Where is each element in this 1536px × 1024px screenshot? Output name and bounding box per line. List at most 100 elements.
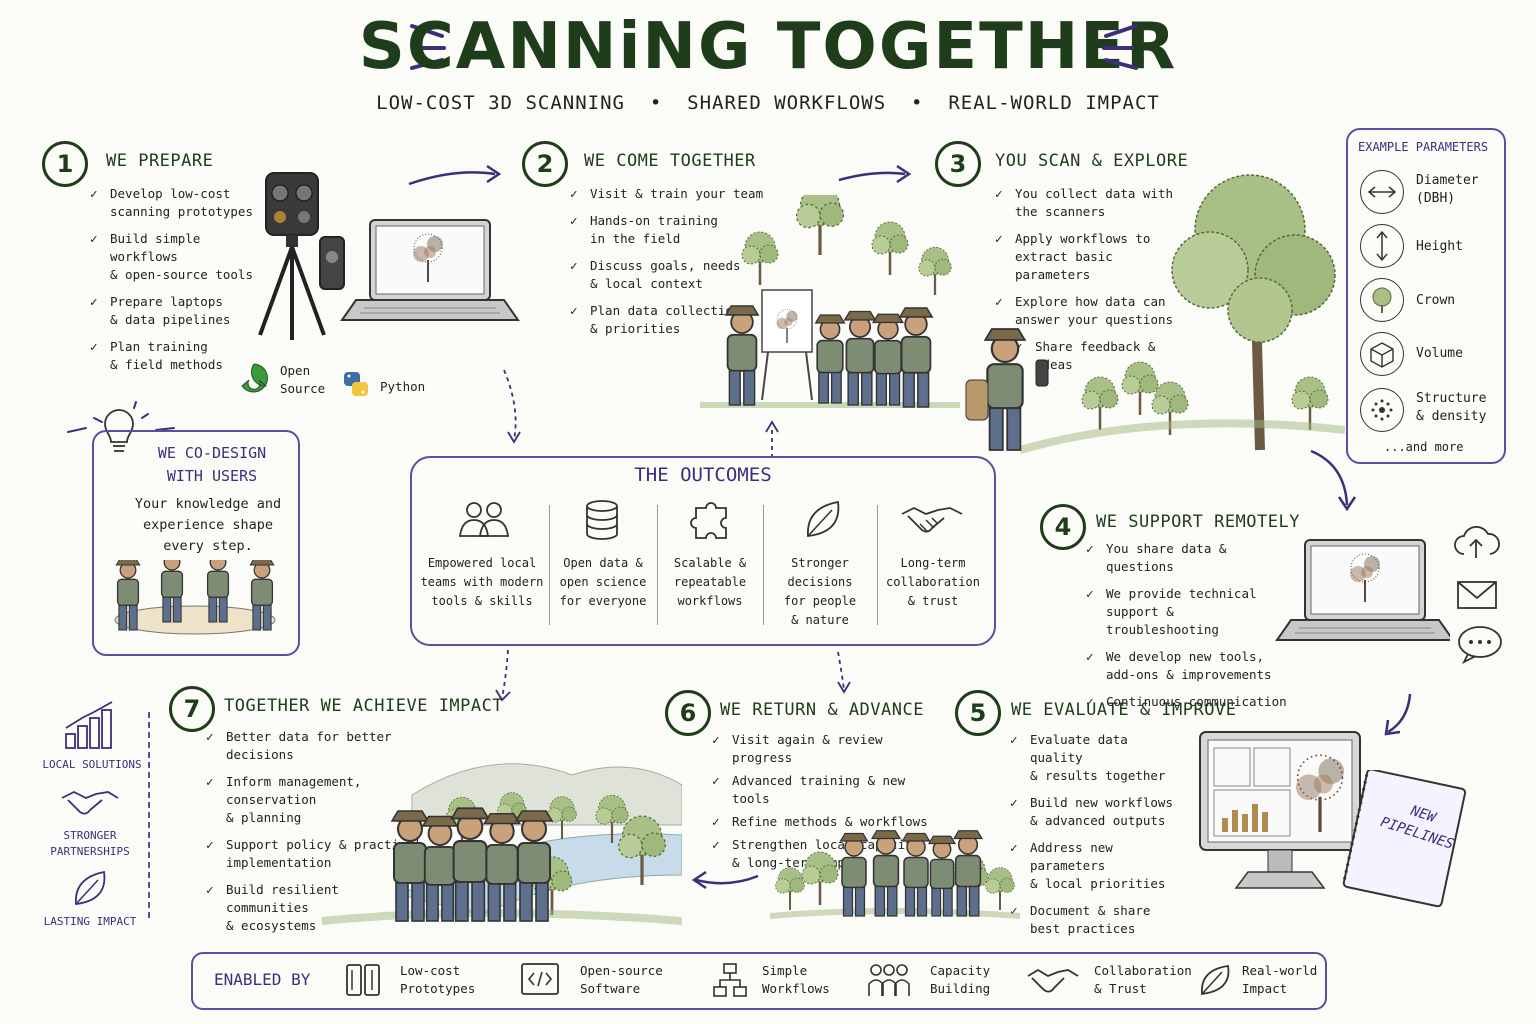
outcome-divider bbox=[549, 505, 550, 625]
scanner-icon bbox=[346, 964, 380, 996]
enabled-item-label: Capacity Building bbox=[930, 963, 991, 996]
list-item: Build simple workflows & open-source too… bbox=[88, 230, 258, 284]
enabled-item-label: Low-cost Prototypes bbox=[400, 963, 476, 996]
parameter-label: Height bbox=[1416, 239, 1463, 254]
list-item: We provide technical support & troublesh… bbox=[1084, 585, 1294, 639]
parameter-label: Structure & density bbox=[1416, 391, 1487, 424]
puzzle-icon bbox=[690, 502, 727, 539]
arrow-outcomes-to-training bbox=[765, 420, 779, 458]
list-item: Inform management, conservation & planni… bbox=[204, 773, 424, 827]
page-title: SCANNiNG TOGETHER bbox=[358, 10, 1178, 84]
list-item: Document & share best practices bbox=[1008, 902, 1188, 938]
leaf-icon bbox=[75, 870, 106, 906]
step-3-number: 3 bbox=[935, 141, 981, 187]
arrow-laptop-to-outcomes bbox=[503, 369, 521, 444]
volume-icon bbox=[1360, 332, 1404, 376]
enabled-item-label: Collaboration & Trust bbox=[1094, 963, 1192, 996]
list-item: Visit & train your team bbox=[568, 185, 768, 203]
impact-side-divider bbox=[148, 712, 150, 918]
step-6-number: 6 bbox=[665, 690, 711, 736]
enabled-item-label: Real-world Impact bbox=[1242, 963, 1318, 996]
example-parameters-panel bbox=[1346, 128, 1506, 464]
list-item: Build new workflows & advanced outputs bbox=[1008, 794, 1188, 830]
step-4-list: You share data & questions We provide te… bbox=[1084, 540, 1294, 720]
outcome-label: Open data & open science for everyone bbox=[559, 556, 647, 608]
step-4-title: WE SUPPORT REMOTELY bbox=[1096, 512, 1300, 532]
step-2-list: Visit & train your team Hands-on trainin… bbox=[568, 185, 768, 347]
outcome-label: Empowered local teams with modern tools … bbox=[420, 556, 544, 608]
lightbulb-icon bbox=[67, 401, 175, 452]
impact-side-label: STRONGER PARTNERSHIPS bbox=[50, 829, 130, 858]
step-5-number: 5 bbox=[955, 690, 1001, 736]
outcome-divider bbox=[877, 505, 878, 625]
list-item: Evaluate data quality & results together bbox=[1008, 731, 1188, 785]
arrow-4-to-5 bbox=[1384, 693, 1412, 736]
impact-side-label: LOCAL SOLUTIONS bbox=[42, 758, 142, 771]
structure-icon bbox=[1360, 388, 1404, 432]
parameter-label: Crown bbox=[1416, 293, 1456, 308]
handshake-icon bbox=[1027, 968, 1079, 993]
workflow-icon bbox=[713, 963, 747, 997]
leaf-icon bbox=[807, 500, 840, 538]
list-item: You share data & questions bbox=[1084, 540, 1294, 576]
remote-laptop-illustration bbox=[1276, 539, 1450, 641]
parameter-label: Diameter (DBH) bbox=[1416, 173, 1479, 206]
bar-chart-icon bbox=[65, 701, 113, 749]
landscape-illustration bbox=[321, 763, 682, 925]
code-icon bbox=[521, 963, 559, 995]
open-source-icon bbox=[241, 363, 268, 393]
evaluation-monitor-illustration bbox=[1199, 731, 1361, 889]
step-1-title: WE PREPARE bbox=[106, 151, 214, 171]
enabled-item-label: Open-source Software bbox=[580, 963, 663, 996]
step-2-title: WE COME TOGETHER bbox=[584, 151, 756, 171]
handshake-icon bbox=[901, 506, 963, 533]
list-item: We develop new tools, add-ons & improvem… bbox=[1084, 648, 1294, 684]
step-7-title: TOGETHER WE ACHIEVE IMPACT bbox=[224, 696, 504, 716]
arrow-3-to-4 bbox=[1310, 449, 1357, 512]
codesign-text: Your knowledge and experience shape ever… bbox=[134, 496, 282, 554]
list-item: Build resilient communities & ecosystems bbox=[204, 881, 424, 935]
arrow-1-to-2 bbox=[408, 164, 502, 186]
parameter-label: Volume bbox=[1416, 346, 1463, 361]
list-item: Explore how data can answer your questio… bbox=[993, 293, 1193, 329]
outcome-divider bbox=[657, 505, 658, 625]
step-3-list: You collect data with the scanners Apply… bbox=[993, 185, 1193, 383]
height-icon bbox=[1360, 224, 1404, 268]
leaf-icon bbox=[1201, 964, 1230, 996]
list-item: Refine methods & workflows bbox=[710, 813, 930, 831]
enabled-by-label: ENABLED BY bbox=[214, 970, 311, 989]
list-item: Develop low-cost scanning prototypes bbox=[88, 185, 258, 221]
title-left-accent bbox=[410, 24, 446, 70]
list-item: Hands-on training in the field bbox=[568, 212, 768, 248]
step-6-title: WE RETURN & ADVANCE bbox=[720, 700, 924, 720]
list-item: Advanced training & new tools bbox=[710, 772, 930, 808]
outcome-label: Long-term collaboration & trust bbox=[886, 556, 980, 608]
notebook-illustration bbox=[1342, 770, 1467, 908]
mail-icon bbox=[1457, 581, 1497, 609]
cloud-upload-icon bbox=[1454, 525, 1500, 558]
outcome-label: Scalable & repeatable workflows bbox=[673, 556, 747, 608]
arrow-outcomes-to-6 bbox=[837, 651, 851, 694]
list-item: Visit again & review progress bbox=[710, 731, 930, 767]
list-item: Apply workflows to extract basic paramet… bbox=[993, 230, 1193, 284]
step-2-number: 2 bbox=[522, 141, 568, 187]
example-parameters-title: EXAMPLE PARAMETERS bbox=[1358, 140, 1489, 154]
step-5-title: WE EVALUATE & IMPROVE bbox=[1011, 700, 1237, 720]
diameter-icon bbox=[1360, 170, 1404, 214]
outcomes-title: THE OUTCOMES bbox=[634, 464, 772, 486]
impact-side-label: LASTING IMPACT bbox=[43, 915, 137, 928]
chat-icon bbox=[1458, 626, 1502, 664]
list-item: Better data for better decisions bbox=[204, 728, 424, 764]
list-item: Plan data collection & priorities bbox=[568, 302, 768, 338]
list-item: Continuous communication bbox=[1084, 693, 1294, 711]
page-subtitle: LOW-COST 3D SCANNING • SHARED WORKFLOWS … bbox=[376, 92, 1160, 114]
arrow-outcomes-to-7 bbox=[495, 649, 511, 702]
return-visit-illustration bbox=[770, 829, 1020, 919]
outcomes-panel bbox=[410, 456, 996, 646]
codesign-panel bbox=[92, 430, 300, 656]
step-3-title: YOU SCAN & EXPLORE bbox=[995, 151, 1189, 171]
parameters-more: ...and more bbox=[1384, 440, 1464, 454]
open-source-label: Open Source bbox=[280, 363, 326, 396]
field-training-illustration bbox=[700, 195, 960, 408]
arrow-6-to-7 bbox=[691, 870, 759, 890]
